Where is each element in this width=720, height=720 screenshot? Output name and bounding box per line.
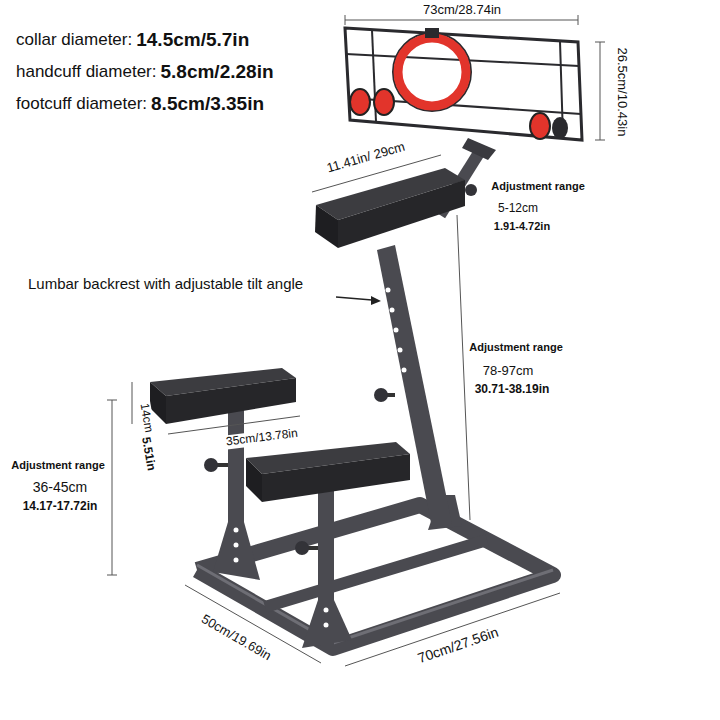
hole <box>390 308 395 313</box>
bracket <box>462 138 496 160</box>
dimension-label: 70cm/27.56in <box>414 623 503 667</box>
hole <box>402 368 407 373</box>
handcuff <box>374 89 394 115</box>
post <box>318 480 334 645</box>
dimension-label: handcuff diameter: <box>14 62 159 82</box>
dimension-label: 26.5cm/10.43in <box>615 46 630 139</box>
seat-pad-tower <box>295 480 352 648</box>
dimension-label: 1.91-4.72in <box>492 220 552 233</box>
handcuff <box>350 89 370 115</box>
dimension-label: collar diameter: <box>14 30 134 50</box>
dimension-label: 5.8cm/2.28in <box>159 61 276 83</box>
dimension-label: 30.71-38.19in <box>473 383 552 397</box>
hole <box>234 558 239 563</box>
hole <box>234 543 239 548</box>
cuff-clamp <box>552 117 568 139</box>
hole <box>324 608 329 613</box>
dimension-line <box>345 20 578 21</box>
pad-end <box>246 458 262 502</box>
dimension-label: 8.5cm/3.35in <box>149 93 266 115</box>
hole <box>398 348 403 353</box>
restraint-rack <box>345 28 582 140</box>
hole <box>394 328 399 333</box>
dimension-line <box>457 215 470 520</box>
base-frame <box>197 505 553 648</box>
tick <box>595 140 605 141</box>
pad-front <box>338 180 465 248</box>
tick <box>595 42 605 43</box>
footcuff <box>530 113 550 139</box>
cross-tube <box>265 540 487 607</box>
pad-front <box>166 378 296 424</box>
pad-end <box>315 205 338 248</box>
hole <box>386 288 391 293</box>
hole <box>234 528 239 533</box>
post <box>377 245 452 528</box>
dimension-line <box>600 42 601 140</box>
tick <box>345 15 346 25</box>
dimension-label: footcuff diameter: <box>14 94 149 114</box>
dimension-lines <box>107 15 605 666</box>
pointer-arrow <box>336 296 381 305</box>
dimension-label: Adjustment range <box>467 341 565 354</box>
collar-rim <box>393 33 471 111</box>
tick <box>107 575 117 576</box>
dimension-line <box>345 593 560 666</box>
dimension-label: 14cm <box>136 400 155 435</box>
base-tube <box>197 505 553 648</box>
knob <box>204 458 218 472</box>
dimension-label: 5-12cm <box>496 202 540 216</box>
dimension-label: 36-45cm <box>31 479 89 495</box>
dimension-line <box>112 400 113 575</box>
hole <box>324 623 329 628</box>
dimension-label: 35cm/13.78in <box>223 427 300 450</box>
collar-buckle <box>425 28 439 38</box>
arrowhead <box>371 296 381 305</box>
tick <box>107 400 117 401</box>
knob <box>374 388 388 402</box>
tick <box>578 15 579 25</box>
rack-frame <box>345 28 582 140</box>
dimension-line <box>132 382 133 424</box>
knee-pad <box>150 368 296 424</box>
knob <box>465 184 477 196</box>
collar <box>398 38 466 106</box>
dimension-label: Adjustment range <box>9 459 107 472</box>
dimension-label: 14.17-17.72in <box>21 500 100 514</box>
dimension-label: Lumbar backrest with adjustable tilt ang… <box>26 275 305 292</box>
dimension-label: Adjustment range <box>489 180 587 193</box>
backrest-pad <box>315 168 477 248</box>
dimension-label: 78-97cm <box>481 364 536 379</box>
pad-front <box>262 454 410 502</box>
seat-pad <box>246 442 410 502</box>
dimension-label: 73cm/28.74in <box>421 3 503 18</box>
leader-line <box>336 297 372 300</box>
dimension-label: 11.41in/ 29cm <box>323 139 409 177</box>
knob <box>295 541 309 555</box>
dimension-label: 50cm/19.69in <box>197 611 276 665</box>
dimension-label: 5.51in <box>138 434 158 474</box>
dimension-label: 14.5cm/5.7in <box>134 29 251 51</box>
